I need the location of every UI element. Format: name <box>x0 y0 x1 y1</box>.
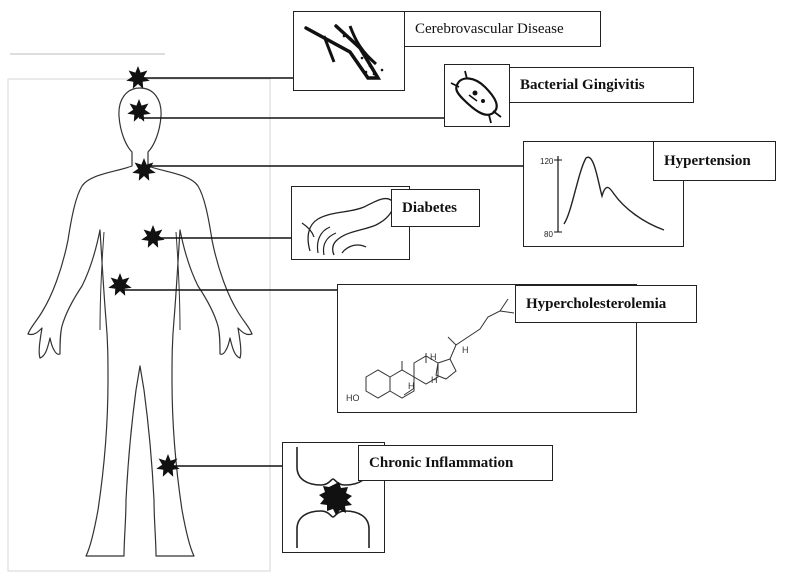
label-hypertension: Hypertension <box>653 141 776 181</box>
bp-tick-80: 80 <box>544 230 553 239</box>
star-marker-gingivitis <box>127 99 151 122</box>
star-marker-diabetes <box>141 225 165 248</box>
label-diabetes: Diabetes <box>391 189 480 227</box>
pancreas-illustration <box>291 186 410 260</box>
label-cerebrovascular: Cerebrovascular Disease <box>404 11 601 47</box>
bp-tick-120: 120 <box>540 157 554 166</box>
label-gingivitis: Bacterial Gingivitis <box>509 67 694 103</box>
star-marker-inflammation <box>156 454 180 477</box>
arm-inner-line <box>99 231 105 331</box>
h-label: H <box>430 352 437 362</box>
ho-label: HO <box>346 393 360 403</box>
h-label: H <box>408 381 415 391</box>
bacteria-illustration <box>444 64 510 127</box>
arm-inner-line <box>175 231 181 331</box>
star-marker-cerebrovascular <box>126 66 150 89</box>
cerebrovascular-illustration <box>293 11 405 91</box>
body-frame <box>7 78 271 572</box>
h-label: H <box>462 345 469 355</box>
star-marker-hypercholesterolemia <box>108 273 132 296</box>
h-label: H <box>431 375 438 385</box>
label-hypercholesterolemia: Hypercholesterolemia <box>515 285 697 323</box>
human-body-outline <box>27 87 253 557</box>
label-inflammation: Chronic Inflammation <box>358 445 553 481</box>
star-marker-hypertension <box>132 158 156 181</box>
